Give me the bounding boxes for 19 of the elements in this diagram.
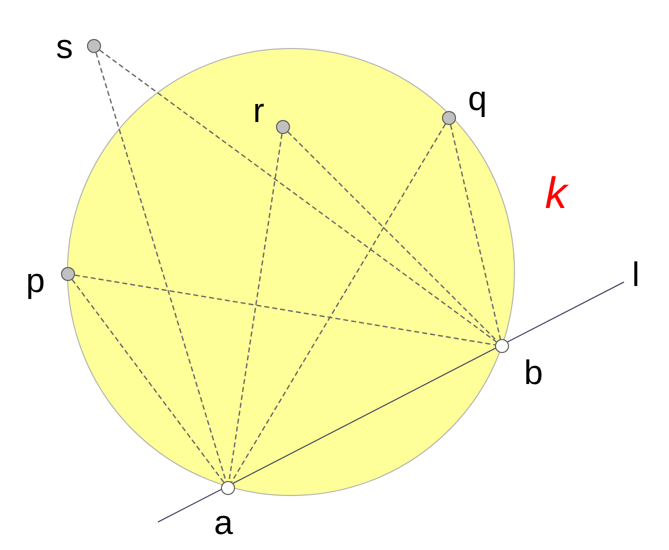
point-label: r: [253, 94, 264, 128]
dashed-line: [228, 134, 283, 482]
dashed-line: [95, 52, 227, 482]
line-label: l: [632, 258, 640, 292]
point-marker: [61, 267, 75, 281]
point-label: b: [524, 356, 543, 390]
point-marker: [276, 120, 290, 134]
dashed-line: [288, 132, 498, 342]
dashed-line: [99, 50, 497, 342]
dashed-line: [231, 124, 446, 482]
dashed-line: [72, 279, 224, 483]
point-label: q: [468, 82, 487, 116]
point-label: s: [56, 30, 73, 64]
point-label: p: [26, 264, 45, 298]
dashed-line: [450, 124, 502, 340]
circle-label: k: [545, 172, 567, 216]
point-label: a: [214, 506, 233, 540]
dashed-line: [74, 274, 496, 346]
point-marker: [87, 39, 101, 53]
